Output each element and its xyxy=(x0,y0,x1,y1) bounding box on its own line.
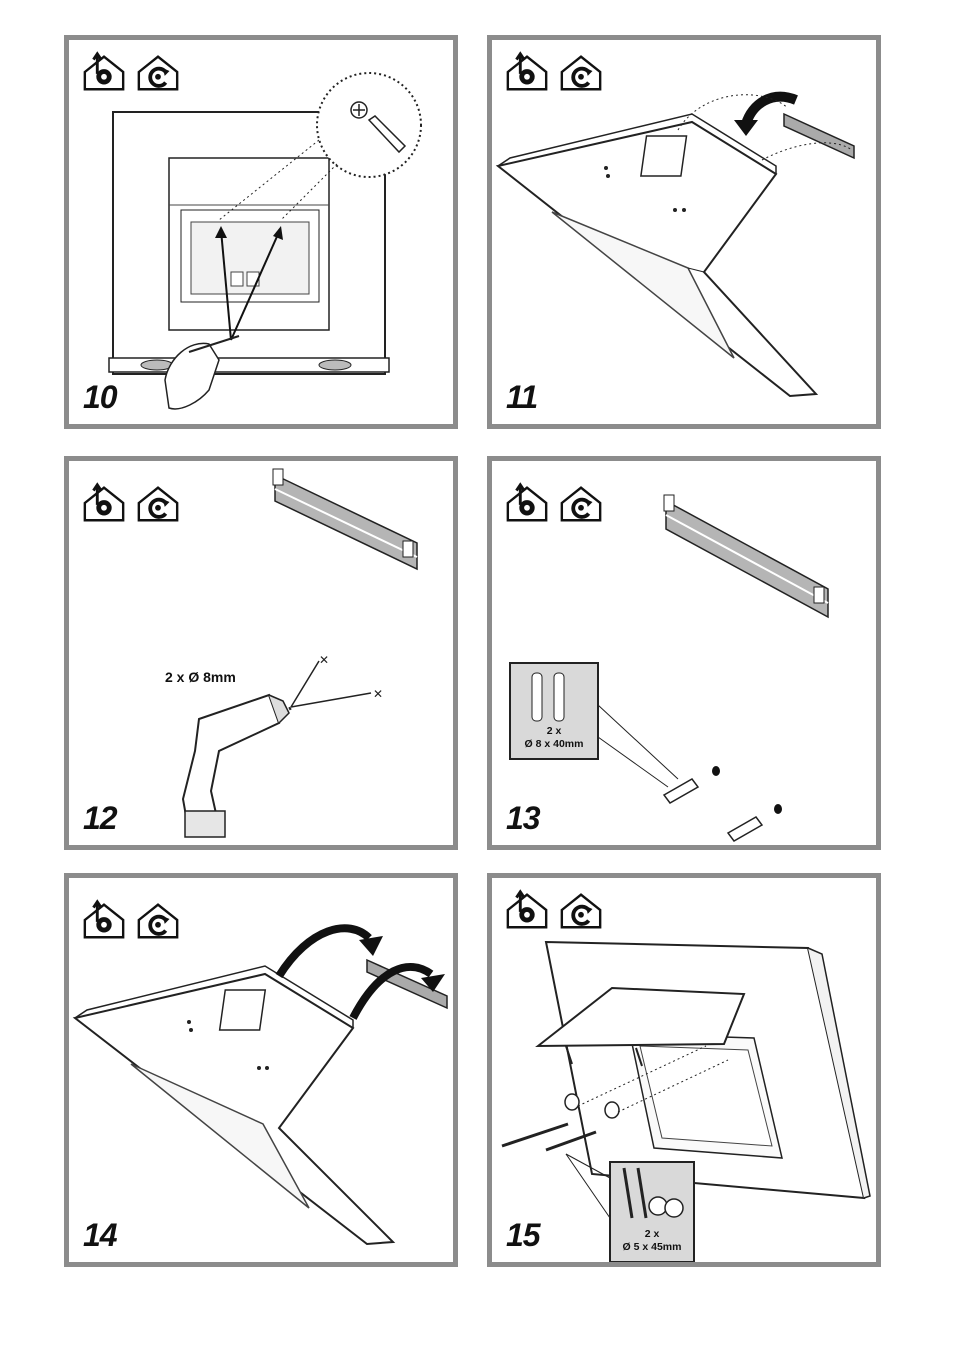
step-number: 13 xyxy=(506,800,541,836)
step-11-panel: 11 xyxy=(487,35,881,429)
plug-size-label: Ø 8 x 40mm xyxy=(524,738,584,750)
step-number: 15 xyxy=(506,1217,541,1253)
svg-text:✕: ✕ xyxy=(373,687,383,701)
step-number: 12 xyxy=(83,800,118,836)
drill-size-label: 2 x Ø 8mm xyxy=(165,669,236,685)
plug-quantity-label: 2 x xyxy=(546,725,562,737)
step-11-illustration xyxy=(495,52,855,398)
step-10-panel: 10 xyxy=(64,35,458,429)
step-15-panel: 2 x Ø 5 x 45mm 15 xyxy=(487,873,881,1267)
svg-text:✕: ✕ xyxy=(319,653,329,667)
step-14-panel: 14 xyxy=(64,873,458,1267)
step-number: 10 xyxy=(83,379,118,415)
recirculation-icon xyxy=(136,54,180,92)
step-15-illustration xyxy=(501,890,871,1262)
step-12-panel: ✕ ✕ 2 x Ø 8mm 12 xyxy=(64,456,458,850)
recirculation-icon xyxy=(559,485,603,523)
recirculation-icon xyxy=(559,892,603,930)
recirculation-icon xyxy=(136,485,180,523)
step-13-panel: 2 x Ø 8 x 40mm 13 xyxy=(487,456,881,850)
recirculation-icon xyxy=(136,902,180,940)
ducted-exhaust-icon xyxy=(83,483,125,522)
recirculation-icon xyxy=(559,54,603,92)
ducted-exhaust-icon xyxy=(506,890,548,929)
step-number: 11 xyxy=(506,379,538,415)
ducted-exhaust-icon xyxy=(506,52,548,91)
ducted-exhaust-icon xyxy=(83,52,125,91)
ducted-exhaust-icon xyxy=(83,900,125,939)
step-13-illustration xyxy=(506,483,829,842)
step-14-illustration xyxy=(72,900,448,1246)
step-number: 14 xyxy=(83,1217,118,1253)
ducted-exhaust-icon xyxy=(506,483,548,522)
screw-quantity-label: 2 x xyxy=(644,1228,660,1240)
step-12-illustration: ✕ ✕ xyxy=(83,468,418,838)
step-10-illustration xyxy=(83,52,422,410)
screw-size-label: Ø 5 x 45mm xyxy=(622,1241,682,1253)
